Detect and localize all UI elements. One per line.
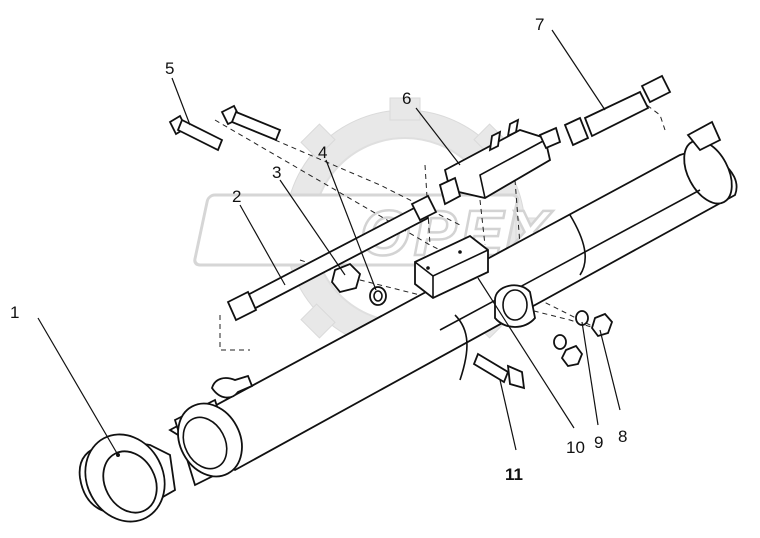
- callout-7: 7: [535, 15, 544, 34]
- pipe: [226, 194, 438, 322]
- callout-11: 11: [505, 465, 523, 484]
- valve-block: [438, 118, 562, 206]
- bolt-11: [472, 352, 526, 390]
- callout-6: 6: [402, 89, 411, 108]
- callout-4: 4: [318, 143, 327, 162]
- callout-2: 2: [232, 187, 241, 206]
- callout-9: 9: [594, 433, 603, 452]
- hydraulic-cylinder: [78, 120, 738, 523]
- callout-10: 10: [566, 438, 585, 457]
- callout-8: 8: [618, 427, 627, 446]
- bolts: [168, 104, 282, 152]
- small-hardware: [553, 310, 614, 367]
- leader-lines: [37, 29, 621, 456]
- callout-1: 1: [10, 303, 19, 322]
- nut-and-washer: [331, 262, 387, 306]
- callout-labels: 1 2 3 4 5 6 7 8 9 10 11: [10, 15, 627, 484]
- hose: [563, 74, 672, 147]
- callout-5: 5: [165, 59, 174, 78]
- callout-3: 3: [272, 163, 281, 182]
- mounting-block: [414, 234, 536, 328]
